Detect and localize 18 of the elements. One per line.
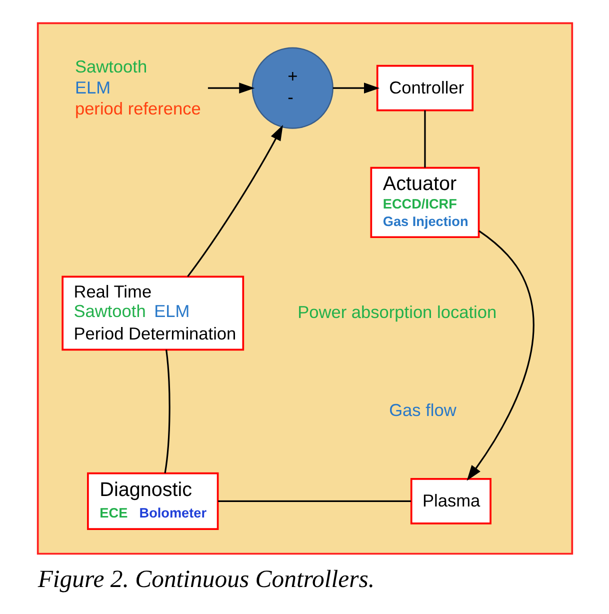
arrow	[186, 124, 282, 278]
arrow	[332, 82, 380, 94]
arrow	[207, 82, 254, 94]
node-box: Real Time Sawtooth ELM Period Determination	[61, 276, 244, 351]
node-box: Controller	[376, 64, 474, 112]
label: Power absorption location	[297, 302, 496, 322]
label: Gas flow	[388, 400, 456, 420]
connector	[164, 350, 170, 474]
node-box: Diagnostic ECE Bolometer	[86, 472, 218, 530]
arrow	[466, 230, 534, 481]
node-box: Actuator ECCD/ICRF Gas Injection	[370, 166, 480, 238]
node-text: Sawtooth ELM period reference	[74, 56, 200, 118]
node-circle: + -	[251, 47, 333, 129]
connector	[218, 500, 410, 502]
caption: Figure 2. Continuous Controllers.	[37, 566, 374, 594]
connector	[424, 110, 426, 168]
node-box: Plasma	[410, 478, 491, 524]
cluster	[36, 22, 573, 555]
